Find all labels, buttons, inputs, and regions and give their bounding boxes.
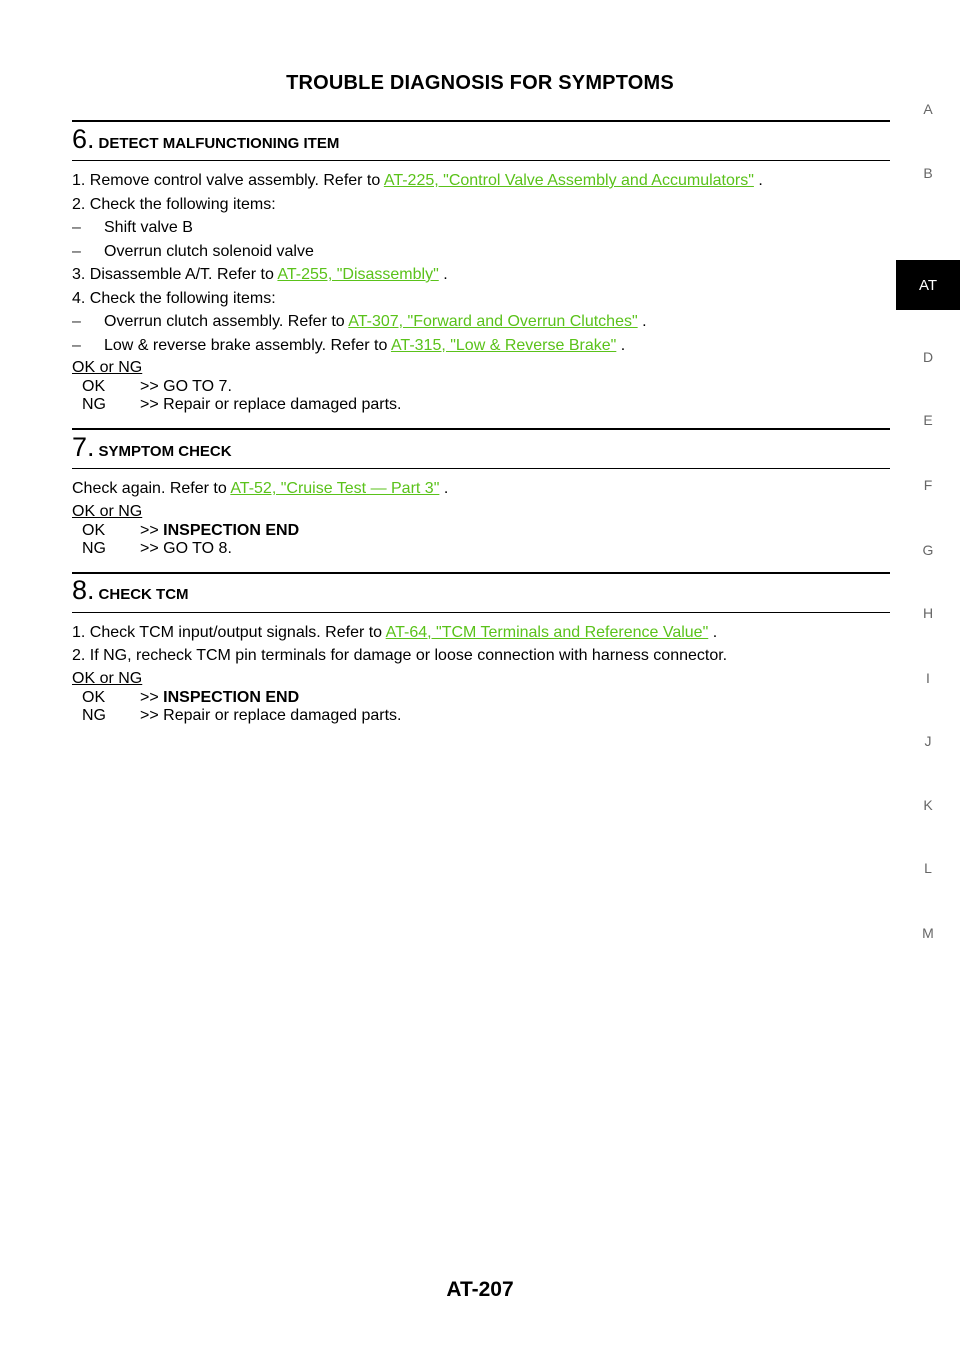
instruction-text-end: . [439,480,449,497]
section-index-tab[interactable]: L [924,860,932,876]
reference-link[interactable]: AT-64, "TCM Terminals and Reference Valu… [385,623,709,641]
section-gap [72,414,890,428]
section-index-tab[interactable]: A [923,101,933,117]
result-code: OK [82,688,106,706]
instruction-line: 2. Check the following items: [72,193,890,217]
instruction-text-end: . [637,313,647,330]
ok-or-ng-label: OK or NG [72,669,143,687]
result-code: OK [82,378,106,395]
section-index-tab[interactable]: I [926,670,930,686]
result-text: >> GO TO 7. [140,378,232,395]
instruction-text: Overrun clutch assembly. Refer to [104,313,349,330]
result-row: NG >> Repair or replace damaged parts. [72,707,890,725]
reference-link[interactable]: AT-225, "Control Valve Assembly and Accu… [383,172,754,189]
instruction-text: 1. Check TCM input/output signals. Refer… [72,623,386,641]
dash-bullet: – [72,242,81,260]
ok-or-ng-label: OK or NG [72,359,143,376]
step-number: 6. [72,123,95,154]
instruction-text: 4. Check the following items: [72,289,276,307]
instruction-line: 1. Remove control valve assembly. Refer … [72,169,890,193]
dash-bullet: – [72,336,81,354]
instruction-text-end: . [616,336,626,354]
instruction-line: 2. If NG, recheck TCM pin terminals for … [72,644,890,668]
result-row: NG >> Repair or replace damaged parts. [72,396,890,414]
instruction-text: 2. Check the following items: [72,195,276,213]
reference-link[interactable]: AT-307, "Forward and Overrun Clutches" [348,313,638,330]
section-index-tab[interactable]: E [923,412,933,428]
instruction-text: Overrun clutch solenoid valve [104,242,314,260]
section-index-active-tab[interactable]: AT [896,260,960,310]
result-text: >> Repair or replace damaged parts. [140,396,402,413]
result-text: >> [140,688,164,706]
dash-bullet: – [72,313,81,330]
instruction-text: 3. Disassemble A/T. Refer to [72,266,278,283]
section-index-tab[interactable]: G [922,542,934,558]
step-title: DETECT MALFUNCTIONING ITEM [98,134,340,152]
reference-link[interactable]: AT-52, "Cruise Test — Part 3" [230,480,440,497]
result-row: OK >> INSPECTION END [72,522,890,540]
step-title: CHECK TCM [98,586,189,603]
instruction-text: Shift valve B [104,219,193,236]
instruction-line: Check again. Refer to AT-52, "Cruise Tes… [72,477,890,501]
step-header: 7.SYMPTOM CHECK [72,428,890,469]
section-index-tab[interactable]: J [924,733,932,749]
step-title: SYMPTOM CHECK [98,442,232,460]
result-row: NG >> GO TO 8. [72,540,890,558]
instruction-line: 3. Disassemble A/T. Refer to AT-255, "Di… [72,263,890,287]
instruction-text-end: . [438,266,448,283]
instruction-line: –Low & reverse brake assembly. Refer to … [72,334,890,358]
section-index-tab[interactable]: D [922,349,934,365]
instruction-text: 2. If NG, recheck TCM pin terminals for … [72,647,728,664]
page-number: AT-207 [446,1278,514,1301]
ok-or-ng-label: OK or NG [72,502,143,520]
result-code: NG [82,539,106,557]
result-emphasis: INSPECTION END [163,688,300,706]
instruction-line: 4. Check the following items: [72,287,890,311]
result-code: NG [82,706,106,724]
step-number: 7. [72,431,95,462]
result-code: OK [82,521,106,539]
instruction-line: – Overrun clutch solenoid valve [72,240,890,264]
result-row: OK >> GO TO 7. [72,378,890,396]
dash-bullet: – [72,219,81,236]
instruction-text-end: . [708,623,718,641]
instruction-text: Check again. Refer to [72,480,231,497]
result-text: >> GO TO 8. [140,539,232,557]
section-index-tab[interactable]: M [922,925,934,941]
step-number: 8. [72,575,95,605]
instruction-text: Low & reverse brake assembly. Refer to [104,336,391,354]
document-body: 6.DETECT MALFUNCTIONING ITEM 1. Remove co… [72,120,890,725]
instruction-line: – Shift valve B [72,216,890,240]
section-index-tab[interactable]: H [922,605,934,621]
section-index-tab[interactable]: K [923,797,933,813]
section-gap [72,558,890,572]
instruction-text-end: . [753,172,763,189]
instruction-line: 1. Check TCM input/output signals. Refer… [72,621,890,645]
result-text: >> Repair or replace damaged parts. [140,706,402,724]
page-title: TROUBLE DIAGNOSIS FOR SYMPTOMS [286,72,674,94]
step-header: 6.DETECT MALFUNCTIONING ITEM [72,120,890,161]
instruction-line: – Overrun clutch assembly. Refer to AT-30… [72,310,890,334]
result-row: OK >> INSPECTION END [72,689,890,707]
result-emphasis: INSPECTION END [163,521,300,539]
reference-link[interactable]: AT-315, "Low & Reverse Brake" [390,336,617,354]
result-code: NG [82,396,106,413]
instruction-text: 1. Remove control valve assembly. Refer … [72,172,384,189]
section-index-tab[interactable]: F [923,477,933,493]
step-header: 8.CHECK TCM [72,571,890,613]
reference-link[interactable]: AT-255, "Disassembly" [277,266,439,283]
result-text: >> [140,521,164,539]
section-index-tab[interactable]: B [923,165,933,181]
